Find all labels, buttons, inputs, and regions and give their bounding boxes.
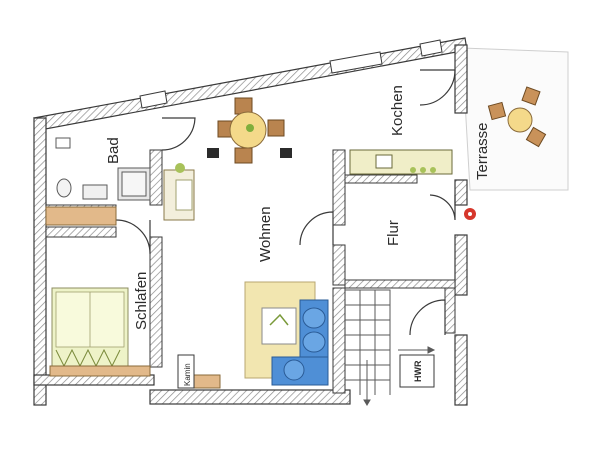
location-marker — [464, 208, 476, 220]
fireplace — [177, 354, 221, 389]
kitchen-counter — [349, 149, 453, 175]
room-label-schlafen: Schlafen — [133, 272, 150, 330]
terrace-area — [461, 47, 569, 191]
staircase — [345, 289, 436, 406]
door-swings — [115, 69, 456, 336]
armchair — [163, 163, 195, 221]
room-label-hwr: HWR — [413, 360, 423, 382]
sofa — [271, 299, 329, 386]
room-label-wohnen: Wohnen — [257, 206, 274, 262]
room-label-kochen: Kochen — [389, 85, 406, 136]
top-windows — [139, 39, 443, 109]
room-label-bad: Bad — [105, 137, 122, 164]
dining-table — [207, 97, 292, 164]
bed — [49, 287, 151, 377]
room-label-flur: Flur — [385, 220, 402, 246]
room-label-terrasse: Terrasse — [474, 122, 491, 180]
bathroom-fixtures — [45, 137, 151, 226]
room-label-kamin: Kamin — [183, 363, 192, 386]
